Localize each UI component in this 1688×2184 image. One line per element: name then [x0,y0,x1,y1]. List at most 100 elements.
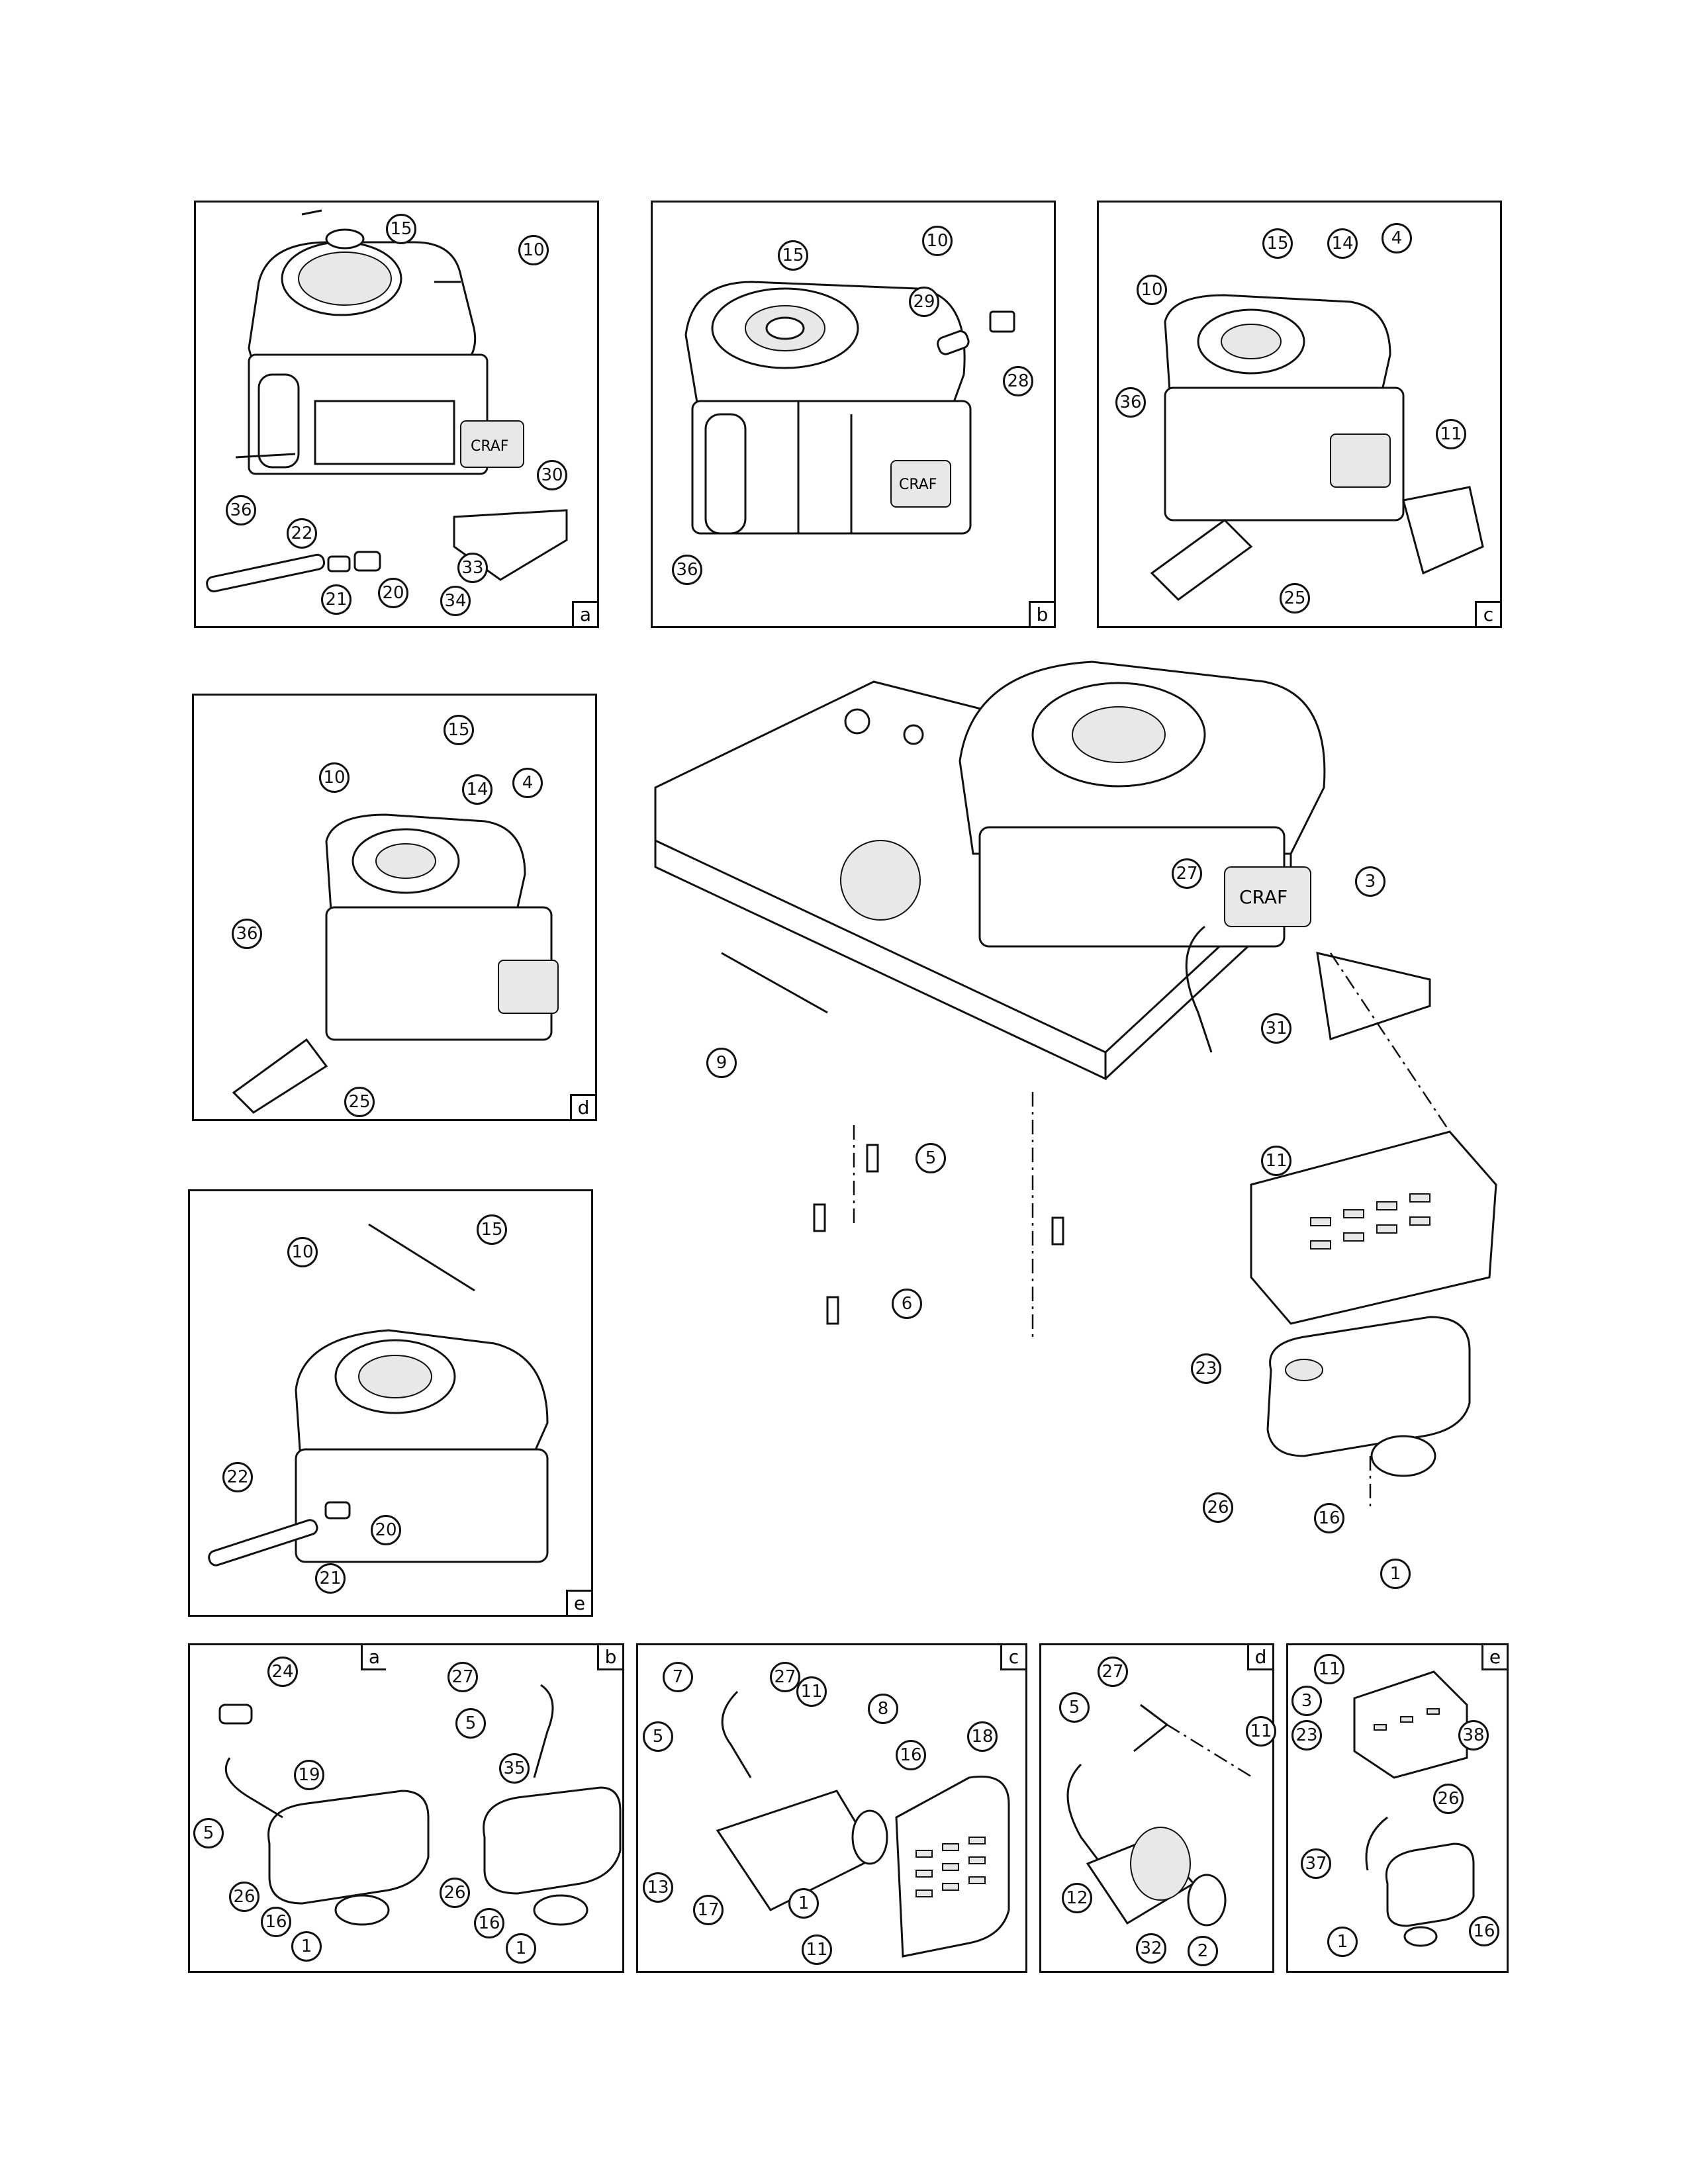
callout-27: 27 [1098,1657,1128,1687]
panel-letter: c [1475,601,1500,626]
main-assembly: CRAF 27 3 9 31 5 11 6 23 26 1 [629,642,1523,1589]
callout-36: 36 [672,555,702,585]
callout-3: 3 [1355,866,1385,897]
callout-5: 5 [455,1708,486,1739]
callout-1: 1 [788,1888,819,1919]
callout-9: 9 [706,1048,737,1078]
callout-1: 1 [1380,1559,1411,1589]
callout-20: 20 [371,1515,401,1545]
callout-38: 38 [1458,1720,1489,1751]
callout-11: 11 [802,1934,832,1965]
chassis-engine-muffler-drawing: CRAF [654,660,1497,1509]
callout-21: 21 [321,584,352,615]
engine-brand-label: CRAF [899,477,937,493]
callout-1: 1 [291,1931,322,1962]
callout-21: 21 [315,1563,346,1594]
callout-22: 22 [222,1462,253,1492]
callout-11: 11 [1436,419,1466,449]
callout-13: 13 [643,1872,673,1903]
detail-panel-d-bottom: d 27 5 11 12 32 2 [1039,1643,1276,1973]
fuel-line-21 [206,551,381,593]
callout-19: 19 [294,1760,324,1790]
callout-20: 20 [378,578,408,608]
callout-10: 10 [518,235,549,265]
panel-letter: e [1481,1645,1507,1670]
engine-drawing-e [208,1223,549,1567]
detail-panel-ab-bottom: a b 24 19 5 26 16 1 27 5 35 26 16 1 [188,1643,624,1973]
callout-16: 16 [1314,1503,1344,1533]
panel-letter: a [572,601,597,626]
callout-36: 36 [226,495,256,525]
callout-23: 23 [1191,1353,1221,1384]
callout-11: 11 [1314,1654,1344,1684]
callout-35: 35 [499,1753,530,1784]
callout-33: 33 [457,553,488,583]
callout-28: 28 [1003,366,1033,396]
callout-15: 15 [477,1214,507,1245]
callout-10: 10 [1137,275,1167,305]
panel-letter: b [1029,601,1054,626]
callout-26: 26 [1433,1784,1464,1814]
detail-panel-c-bottom: c 7 27 11 8 5 16 18 13 17 1 11 [636,1643,1027,1973]
callout-11: 11 [1246,1716,1276,1747]
engine-drawing-c [1150,294,1484,601]
callout-5: 5 [643,1721,673,1752]
callout-26: 26 [229,1882,259,1912]
detail-panel-c-top: c 15 10 14 4 36 11 25 [1097,201,1502,628]
callout-11: 11 [796,1676,827,1707]
callout-36: 36 [232,919,262,949]
callout-15: 15 [444,715,474,745]
callout-29: 29 [909,287,939,317]
callout-7: 7 [663,1662,693,1692]
callout-30: 30 [537,460,567,490]
callout-5: 5 [1059,1692,1090,1723]
callout-23: 23 [1291,1720,1322,1751]
detail-panel-b-top: CRAF b 15 10 29 28 36 [651,201,1056,628]
panel-letter: c [1000,1645,1025,1670]
panel-letter: a [361,1645,386,1670]
callout-11: 11 [1261,1146,1291,1176]
callout-17: 17 [693,1895,724,1925]
panel-letter: b [597,1645,622,1670]
callout-37: 37 [1301,1848,1331,1879]
muffler-drawing-e [1353,1670,1475,1947]
callout-25: 25 [1280,583,1310,614]
callout-26: 26 [440,1878,470,1908]
callout-25: 25 [344,1087,375,1117]
callout-12: 12 [1062,1883,1092,1913]
detail-panel-d-mid: d 15 10 4 14 36 25 [192,694,597,1121]
callout-3: 3 [1291,1686,1322,1716]
panel-letter: e [566,1590,591,1615]
callout-16: 16 [474,1908,504,1938]
detail-panel-e-mid: e 10 15 22 20 21 [188,1189,593,1617]
engine-drawing-b: CRAF [684,281,1015,535]
callout-18: 18 [967,1721,998,1752]
callout-15: 15 [778,240,808,271]
engine-brand-label: CRAF [1239,886,1288,908]
callout-6: 6 [892,1289,922,1319]
panel-letter: d [570,1094,595,1119]
callout-27: 27 [447,1662,478,1692]
panel-letter: d [1247,1645,1272,1670]
callout-1: 1 [506,1933,536,1964]
engine-brand-label: CRAF [471,438,508,455]
callout-31: 31 [1261,1013,1291,1044]
callout-16: 16 [896,1740,926,1770]
callout-15: 15 [1262,228,1293,259]
callout-24: 24 [267,1657,298,1687]
engine-drawing-a: CRAF [206,209,568,593]
muffler-drawing-d [1066,1704,1254,1927]
detail-panel-a-top: CRAF a 15 10 36 30 22 20 33 21 34 [194,201,599,628]
callout-1: 1 [1327,1927,1358,1957]
callout-14: 14 [1327,228,1358,259]
callout-8: 8 [868,1694,898,1724]
engine-drawing-d [232,813,559,1114]
callout-15: 15 [386,214,416,244]
muffler-drawings-ab [218,1684,622,1926]
callout-10: 10 [319,762,350,793]
callout-10: 10 [922,226,953,256]
callout-5: 5 [915,1143,946,1173]
callout-32: 32 [1136,1933,1166,1964]
callout-14: 14 [462,774,492,805]
detail-panel-e-bottom: e 11 3 23 38 26 37 1 16 [1286,1643,1509,1973]
